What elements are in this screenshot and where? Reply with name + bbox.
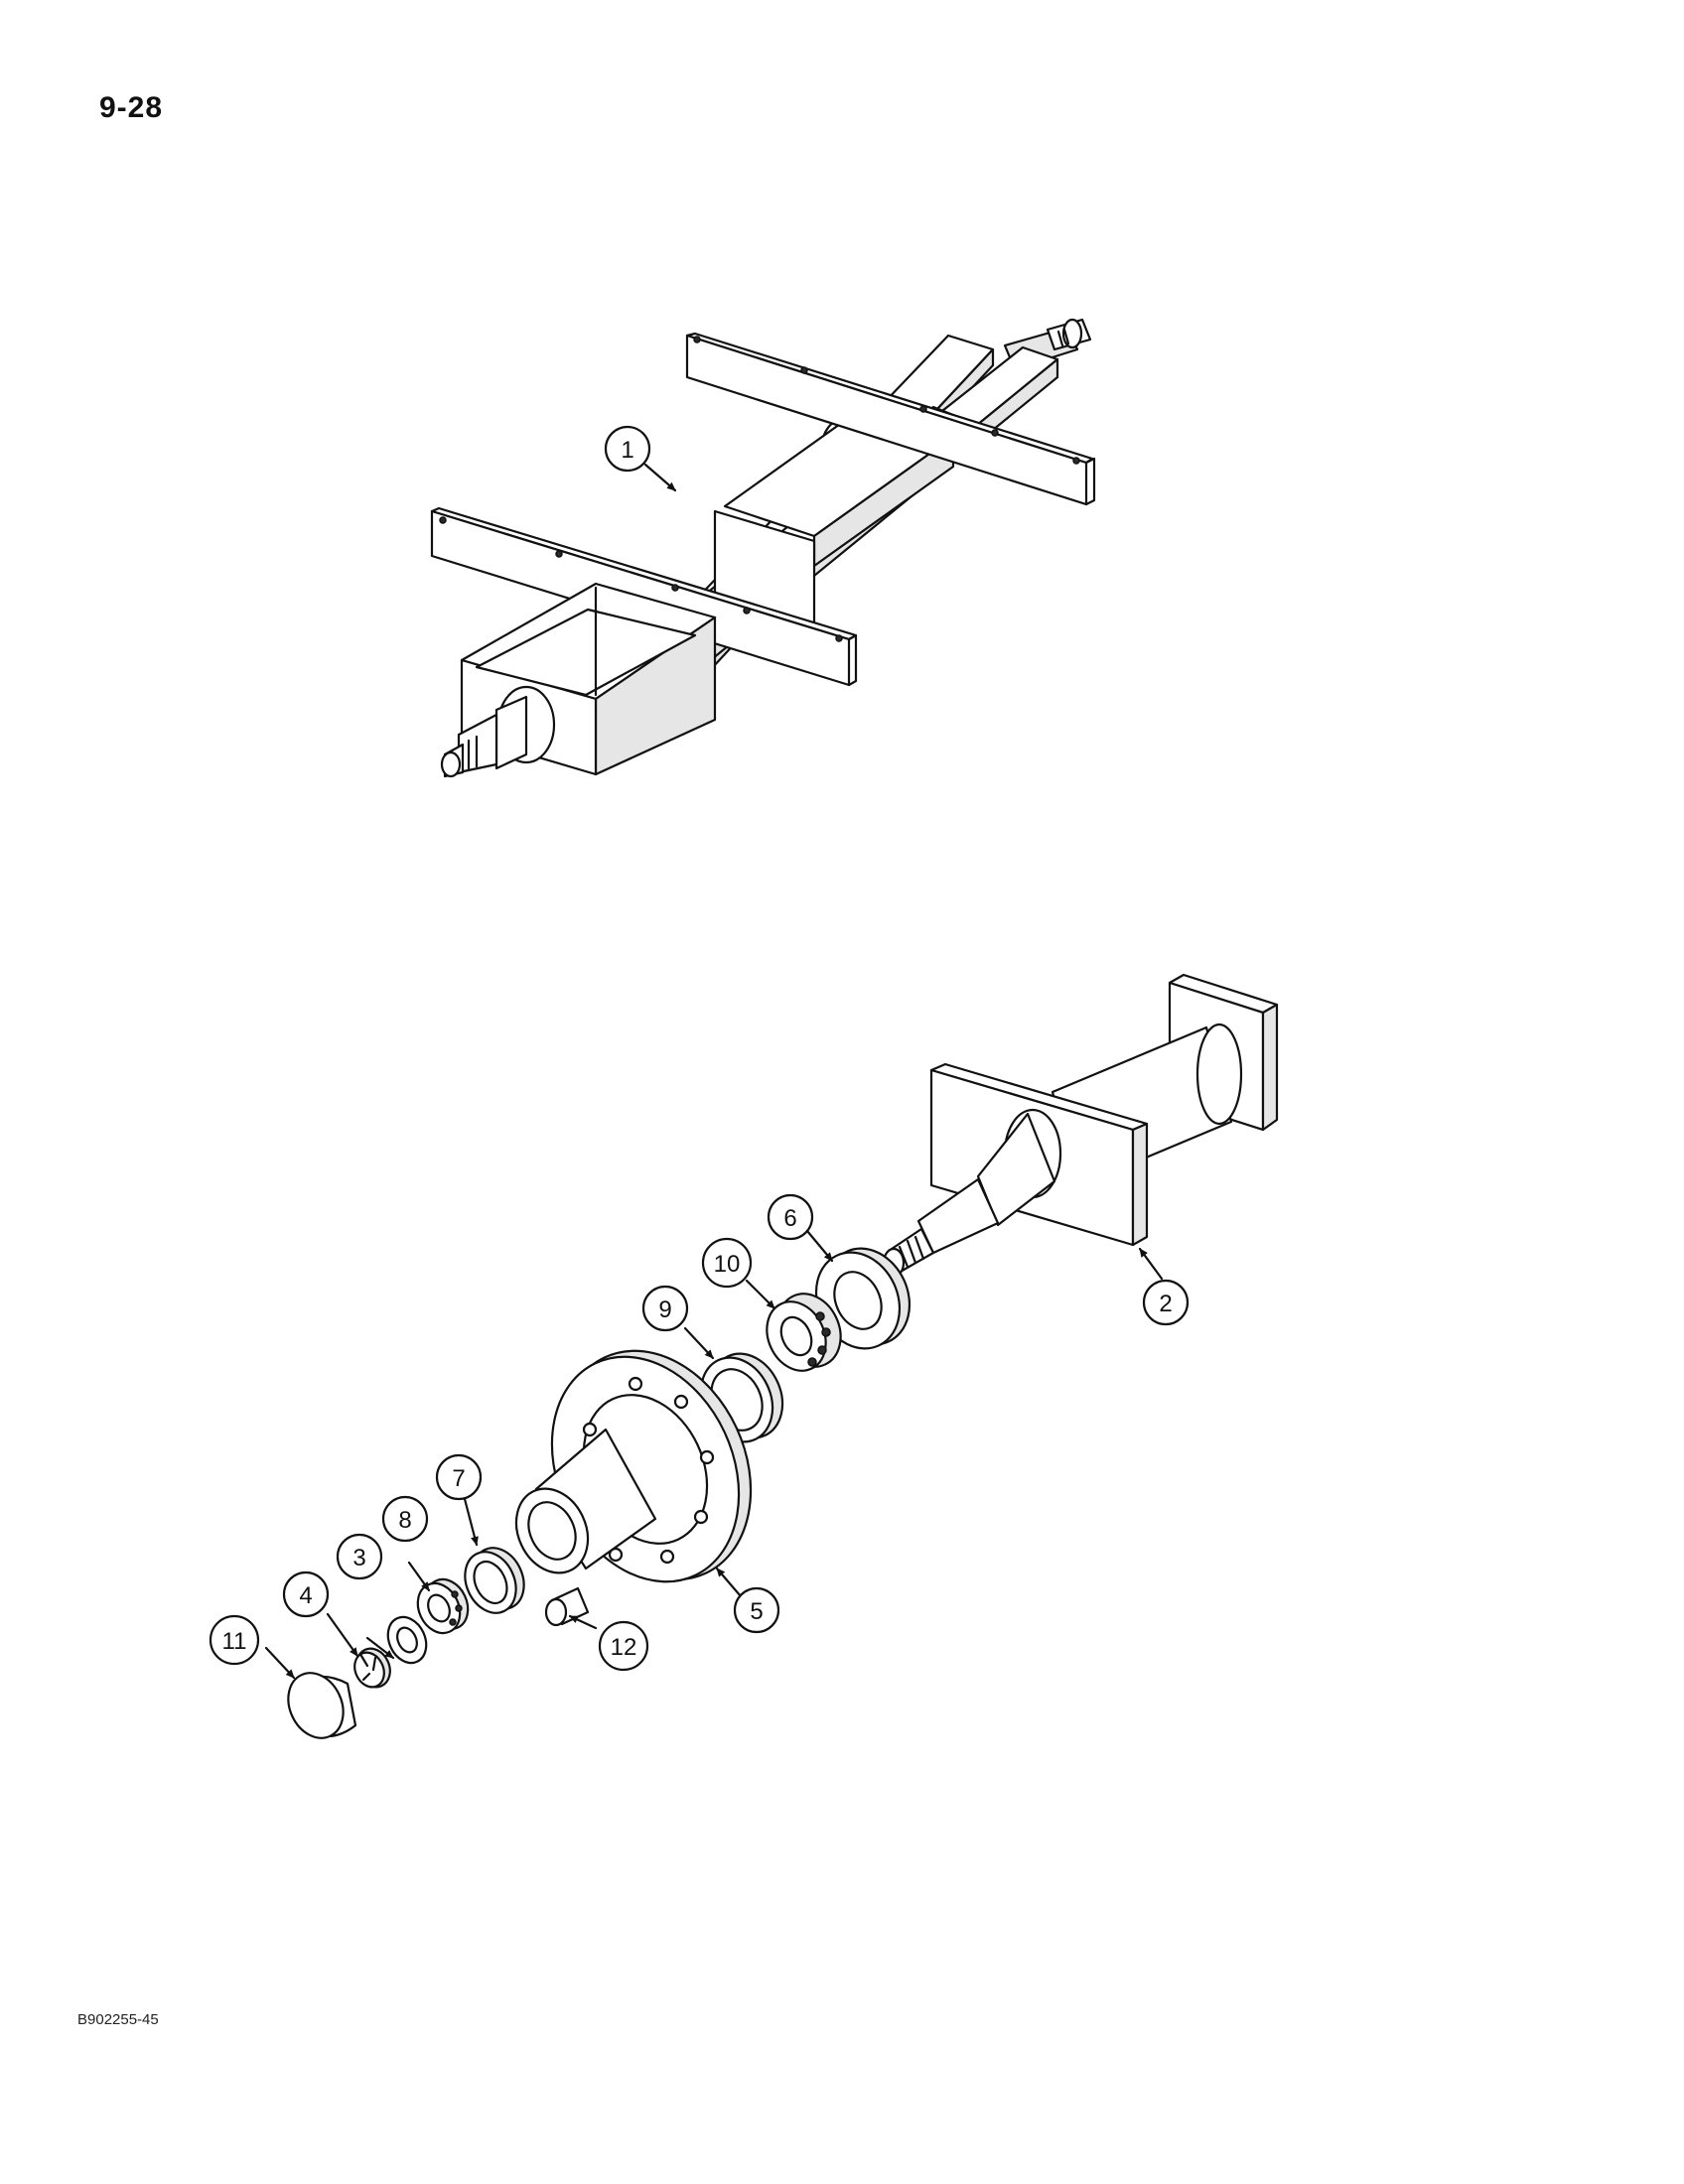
dust-cap (287, 1672, 357, 1739)
hub-bolt (544, 1586, 590, 1627)
callout-4: 4 (282, 1570, 330, 1618)
callout-9: 9 (641, 1285, 689, 1332)
callout-2: 2 (1142, 1279, 1190, 1326)
callout-1: 1 (604, 425, 651, 473)
svg-text:5: 5 (750, 1598, 763, 1625)
svg-text:8: 8 (398, 1507, 411, 1534)
svg-text:3: 3 (352, 1545, 365, 1571)
callout-6: 6 (767, 1193, 814, 1241)
svg-text:12: 12 (611, 1634, 637, 1661)
svg-text:11: 11 (222, 1628, 247, 1655)
svg-text:4: 4 (299, 1582, 312, 1609)
front-spindle (440, 685, 556, 778)
svg-text:6: 6 (783, 1205, 796, 1232)
svg-text:2: 2 (1159, 1291, 1172, 1317)
callout-5: 5 (733, 1586, 780, 1634)
outer-bearing-cup (464, 1547, 525, 1614)
outer-bearing-cone (416, 1577, 470, 1635)
spindle-weldment (882, 973, 1279, 1279)
castle-nut (353, 1647, 391, 1689)
inner-bearing-cone (766, 1293, 842, 1372)
page-number: 9-28 (99, 91, 164, 124)
figure-code: B902255-45 (77, 2011, 159, 2028)
callout-11: 11 (209, 1614, 260, 1666)
callout-3: 3 (336, 1533, 383, 1580)
svg-text:1: 1 (621, 437, 633, 464)
spindle-washer (386, 1615, 428, 1665)
wheel-hub (514, 1349, 753, 1583)
callout-8: 8 (381, 1495, 429, 1543)
svg-text:10: 10 (714, 1251, 741, 1278)
callout-10: 10 (701, 1237, 753, 1289)
inner-bearing-cup (699, 1352, 784, 1443)
callout-7: 7 (435, 1453, 483, 1501)
svg-text:9: 9 (658, 1297, 671, 1323)
svg-text:7: 7 (452, 1465, 465, 1492)
axle-frame-assembly (430, 318, 1096, 778)
callout-12: 12 (598, 1620, 649, 1672)
rear-mounting-plate (685, 332, 1096, 506)
